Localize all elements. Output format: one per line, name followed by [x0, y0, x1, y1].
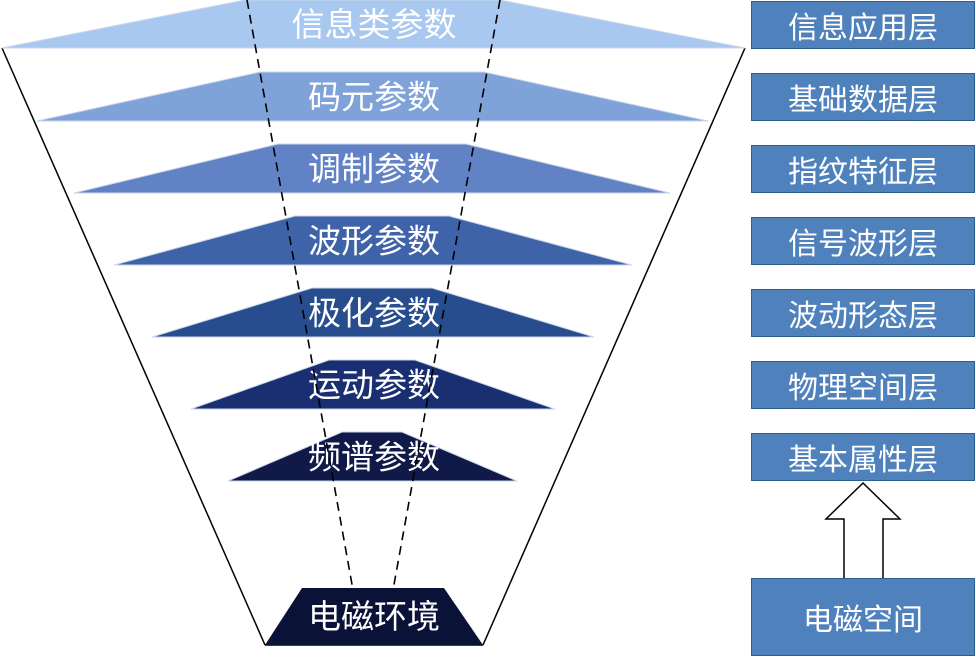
side-layer-box: 基础数据层 [751, 73, 975, 121]
parameter-layer-shape [36, 71, 709, 122]
parameter-layer-label: 运动参数 [308, 366, 440, 405]
parameter-layer-shape [73, 143, 671, 194]
side-layer-box: 信息应用层 [751, 1, 975, 49]
parameter-layer-shape [151, 287, 595, 338]
base-trapezoid [265, 588, 483, 645]
side-layer-box: 指纹特征层 [751, 145, 975, 193]
parameter-layer-shape [113, 215, 633, 266]
parameter-layer-shape [227, 431, 518, 482]
up-arrow-icon [824, 481, 902, 580]
parameter-layer-label: 码元参数 [308, 78, 440, 117]
side-layer-box: 物理空间层 [751, 361, 975, 409]
dashed-left-line [246, 0, 354, 591]
funnel-right-edge [482, 47, 746, 646]
electromagnetic-space-box: 电磁空间 [751, 578, 975, 656]
side-layer-box: 信号波形层 [751, 217, 975, 265]
parameter-layer-label: 调制参数 [308, 150, 440, 189]
parameter-layer-label: 波形参数 [308, 222, 440, 261]
side-layer-box: 基本属性层 [751, 433, 975, 481]
dashed-right-line [392, 0, 501, 591]
parameter-layer-label: 频谱参数 [308, 438, 440, 477]
base-label: 电磁环境 [308, 597, 440, 636]
side-layer-box: 波动形态层 [751, 289, 975, 337]
parameter-layer-label: 极化参数 [308, 294, 440, 333]
parameter-layer-shape [190, 359, 556, 410]
funnel-left-edge [1, 47, 266, 646]
parameter-layer-label: 信息类参数 [292, 5, 457, 44]
parameter-layer-shape [1, 0, 746, 49]
